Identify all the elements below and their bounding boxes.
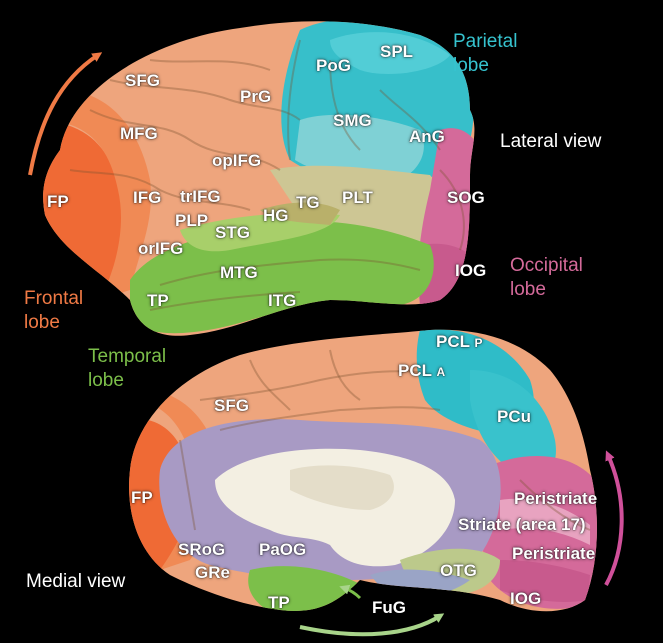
frontal-lobe-label: Frontal lobe <box>24 288 84 333</box>
label-prg: PrG <box>240 87 272 106</box>
label-tp-medial: TP <box>268 593 290 612</box>
label-otg: OTG <box>440 561 477 580</box>
occipital-arrow <box>604 450 624 586</box>
label-fp-medial: FP <box>131 488 153 507</box>
label-pcl-p: PCL P <box>436 333 482 350</box>
label-ang: AnG <box>409 127 445 146</box>
label-pcl-a-sub: A <box>436 365 446 379</box>
medial-bottom-arrow <box>299 613 445 637</box>
label-gre: GRe <box>195 563 230 582</box>
fug-arrow <box>339 584 362 600</box>
label-sog: SOG <box>447 188 485 207</box>
frontal-arrow <box>28 52 103 176</box>
label-ifg: IFG <box>133 188 162 207</box>
label-mtg: MTG <box>220 263 258 282</box>
parietal-lobe-label: Parietal lobe <box>453 31 518 76</box>
label-pog: PoG <box>316 56 351 75</box>
label-pcl-a: PCL A <box>398 362 445 379</box>
label-tp-lateral: TP <box>147 291 169 310</box>
label-spl: SPL <box>380 42 414 61</box>
temporal-lobe-label: Temporal lobe <box>88 346 167 391</box>
label-stg: STG <box>215 223 250 242</box>
lateral-brain <box>43 21 475 336</box>
label-orifg: orIFG <box>138 239 184 258</box>
label-sfg-lateral: SFG <box>125 71 160 90</box>
medial-view-label: Medial view <box>26 571 126 592</box>
label-peristriate-lower: Peristriate <box>512 544 596 563</box>
label-sfg-medial: SFG <box>214 396 249 415</box>
label-striate: Striate (area 17) <box>458 515 586 534</box>
label-paog: PaOG <box>259 540 307 559</box>
label-iog-lateral: IOG <box>455 261 487 280</box>
label-mfg: MFG <box>120 124 158 143</box>
label-itg: ITG <box>268 291 297 310</box>
label-pcl-p-main: PCL <box>436 332 470 351</box>
label-plt: PLT <box>342 188 373 207</box>
label-iog-medial: IOG <box>510 589 542 608</box>
medial-brain <box>129 329 597 612</box>
label-opifg: opIFG <box>212 151 262 170</box>
label-pcu: PCu <box>497 407 531 426</box>
label-trifg: trIFG <box>180 187 221 206</box>
label-pcl-a-main: PCL <box>398 361 432 380</box>
label-fp-lateral: FP <box>47 192 69 211</box>
label-sroG: SRoG <box>178 540 226 559</box>
label-tg: TG <box>296 193 320 212</box>
label-fug: FuG <box>372 598 406 617</box>
label-smg: SMG <box>333 111 372 130</box>
label-hg: HG <box>263 206 289 225</box>
label-peristriate-upper: Peristriate <box>514 489 598 508</box>
label-pcl-p-sub: P <box>474 336 483 350</box>
label-plp: PLP <box>175 211 209 230</box>
occipital-lobe-label: Occipital lobe <box>510 255 583 300</box>
lateral-view-label: Lateral view <box>500 131 602 152</box>
